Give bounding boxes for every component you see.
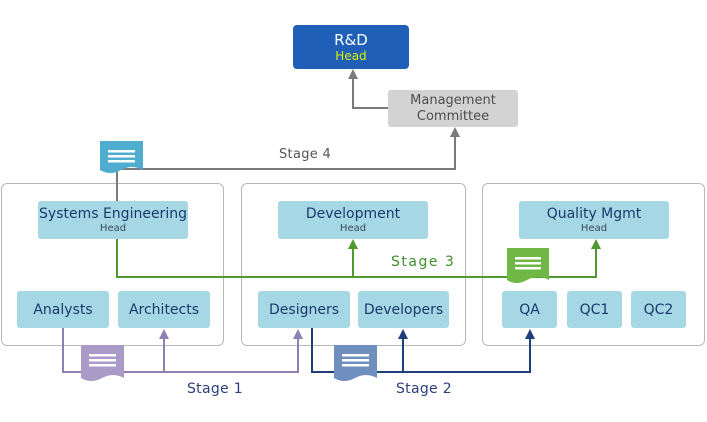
- team-node-developers: Developers: [358, 291, 449, 328]
- arrowhead: [398, 329, 408, 339]
- document-icon-stage2: [334, 345, 377, 381]
- rd-head-node: R&D Head: [293, 25, 409, 69]
- management-line2: Committee: [416, 108, 490, 124]
- rd-title: R&D: [334, 31, 368, 49]
- stage2-connector: [311, 328, 531, 373]
- arrowhead: [348, 69, 358, 79]
- quality-mgmt-subtitle: Head: [580, 222, 608, 234]
- team-node-qc2: QC2: [631, 291, 686, 328]
- management-line1: Management: [410, 92, 496, 108]
- stage3-connector: [116, 239, 597, 278]
- systems-engineering-subtitle: Head: [99, 222, 127, 234]
- arrowhead: [450, 127, 460, 137]
- arrowhead: [159, 329, 169, 339]
- development-title: Development: [305, 205, 401, 222]
- development-subtitle: Head: [339, 222, 367, 234]
- systems-engineering-head-node: Systems Engineering Head: [38, 201, 188, 239]
- rd-subtitle: Head: [335, 49, 367, 63]
- team-node-designers: Designers: [258, 291, 350, 328]
- management-committee-node: Management Committee: [388, 90, 518, 127]
- stage4-label: Stage 4: [279, 147, 332, 162]
- arrowhead: [348, 239, 358, 249]
- arrowhead: [525, 329, 535, 339]
- quality-mgmt-title: Quality Mgmt: [546, 205, 642, 222]
- arrowhead: [293, 329, 303, 339]
- team-node-analysts: Analysts: [17, 291, 109, 328]
- team-node-qc1: QC1: [567, 291, 622, 328]
- development-head-node: Development Head: [278, 201, 428, 239]
- stage2-label: Stage 2: [396, 381, 452, 397]
- stage1-label: Stage 1: [187, 381, 243, 397]
- stage4-connector: [116, 78, 456, 201]
- stage1-connector: [62, 328, 299, 373]
- team-node-architects: Architects: [118, 291, 210, 328]
- document-icon-stage4: [100, 141, 143, 173]
- document-icon-stage3: [507, 248, 549, 283]
- team-node-qa: QA: [502, 291, 557, 328]
- quality-mgmt-head-node: Quality Mgmt Head: [519, 201, 669, 239]
- arrowhead: [591, 239, 601, 249]
- systems-engineering-title: Systems Engineering: [39, 205, 187, 222]
- document-icon-stage1: [81, 345, 124, 381]
- stage3-label: Stage 3: [391, 254, 456, 270]
